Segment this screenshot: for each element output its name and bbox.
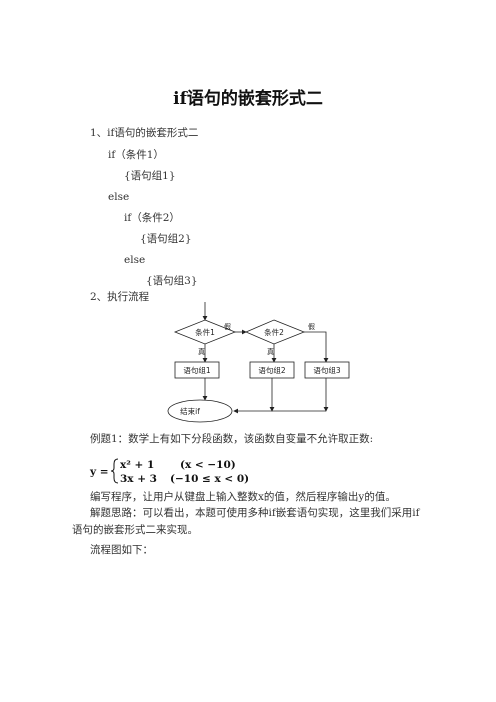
- flowchart: 条件1 假 条件2 假 真 真 语句组1 语句组2 语句组3 结束if: [167, 302, 350, 423]
- end-ellipse: [167, 399, 233, 423]
- piecewise-formula: y = x² + 1 (x < −10) 3x + 3 (−10 ≤ x < 0…: [89, 458, 248, 485]
- formula-lhs: y =: [89, 466, 109, 478]
- section-heading-syntax: 1、if语句的嵌套形式二: [90, 127, 199, 139]
- example-hint: 解题思路：可以看出，本题可使用多种if嵌套语句实现，这里我们采用if语句的嵌套形…: [72, 507, 420, 536]
- example-intro: 例题1：数学上有如下分段函数，该函数自变量不允许取正数:: [90, 433, 374, 445]
- true-label-2: 真: [267, 347, 274, 356]
- code-line-5: {语句组2}: [140, 233, 192, 245]
- code-line-1: if（条件1）: [108, 149, 164, 161]
- code-line-4: if（条件2）: [124, 212, 180, 224]
- statement-3-box: [304, 361, 350, 379]
- statement-3-label: 语句组3: [313, 365, 340, 375]
- code-line-3: else: [108, 191, 130, 203]
- formula-case2-cond: (−10 ≤ x < 0): [170, 473, 248, 485]
- statement-1-label: 语句组1: [183, 365, 210, 375]
- page-title: if语句的嵌套形式二: [173, 89, 323, 109]
- code-line-2: {语句组1}: [124, 170, 176, 182]
- condition-1-label: 条件1: [195, 327, 215, 337]
- statement-2-label: 语句组2: [258, 365, 285, 375]
- false-label-2: 假: [308, 322, 315, 331]
- condition-2-label: 条件2: [264, 327, 284, 337]
- code-line-7: {语句组3}: [146, 275, 198, 287]
- example-task: 编写程序，让用户从键盘上输入整数x的值，然后程序输出y的值。: [90, 491, 396, 503]
- true-label-1: 真: [198, 347, 205, 356]
- code-line-6: else: [124, 254, 146, 266]
- formula-case2-expr: 3x + 3: [120, 473, 157, 485]
- false-label-1: 假: [224, 322, 231, 331]
- formula-case1-cond: (x < −10): [180, 459, 236, 471]
- end-label: 结束if: [180, 406, 200, 416]
- formula-case1-expr: x² + 1: [120, 459, 154, 471]
- flowchart-caption: 流程图如下：: [90, 544, 153, 556]
- false-arrow-2: [304, 331, 329, 363]
- section-heading-flow: 2、执行流程: [90, 291, 150, 303]
- formula-brace: [110, 458, 119, 484]
- statement-1-box: [174, 361, 220, 379]
